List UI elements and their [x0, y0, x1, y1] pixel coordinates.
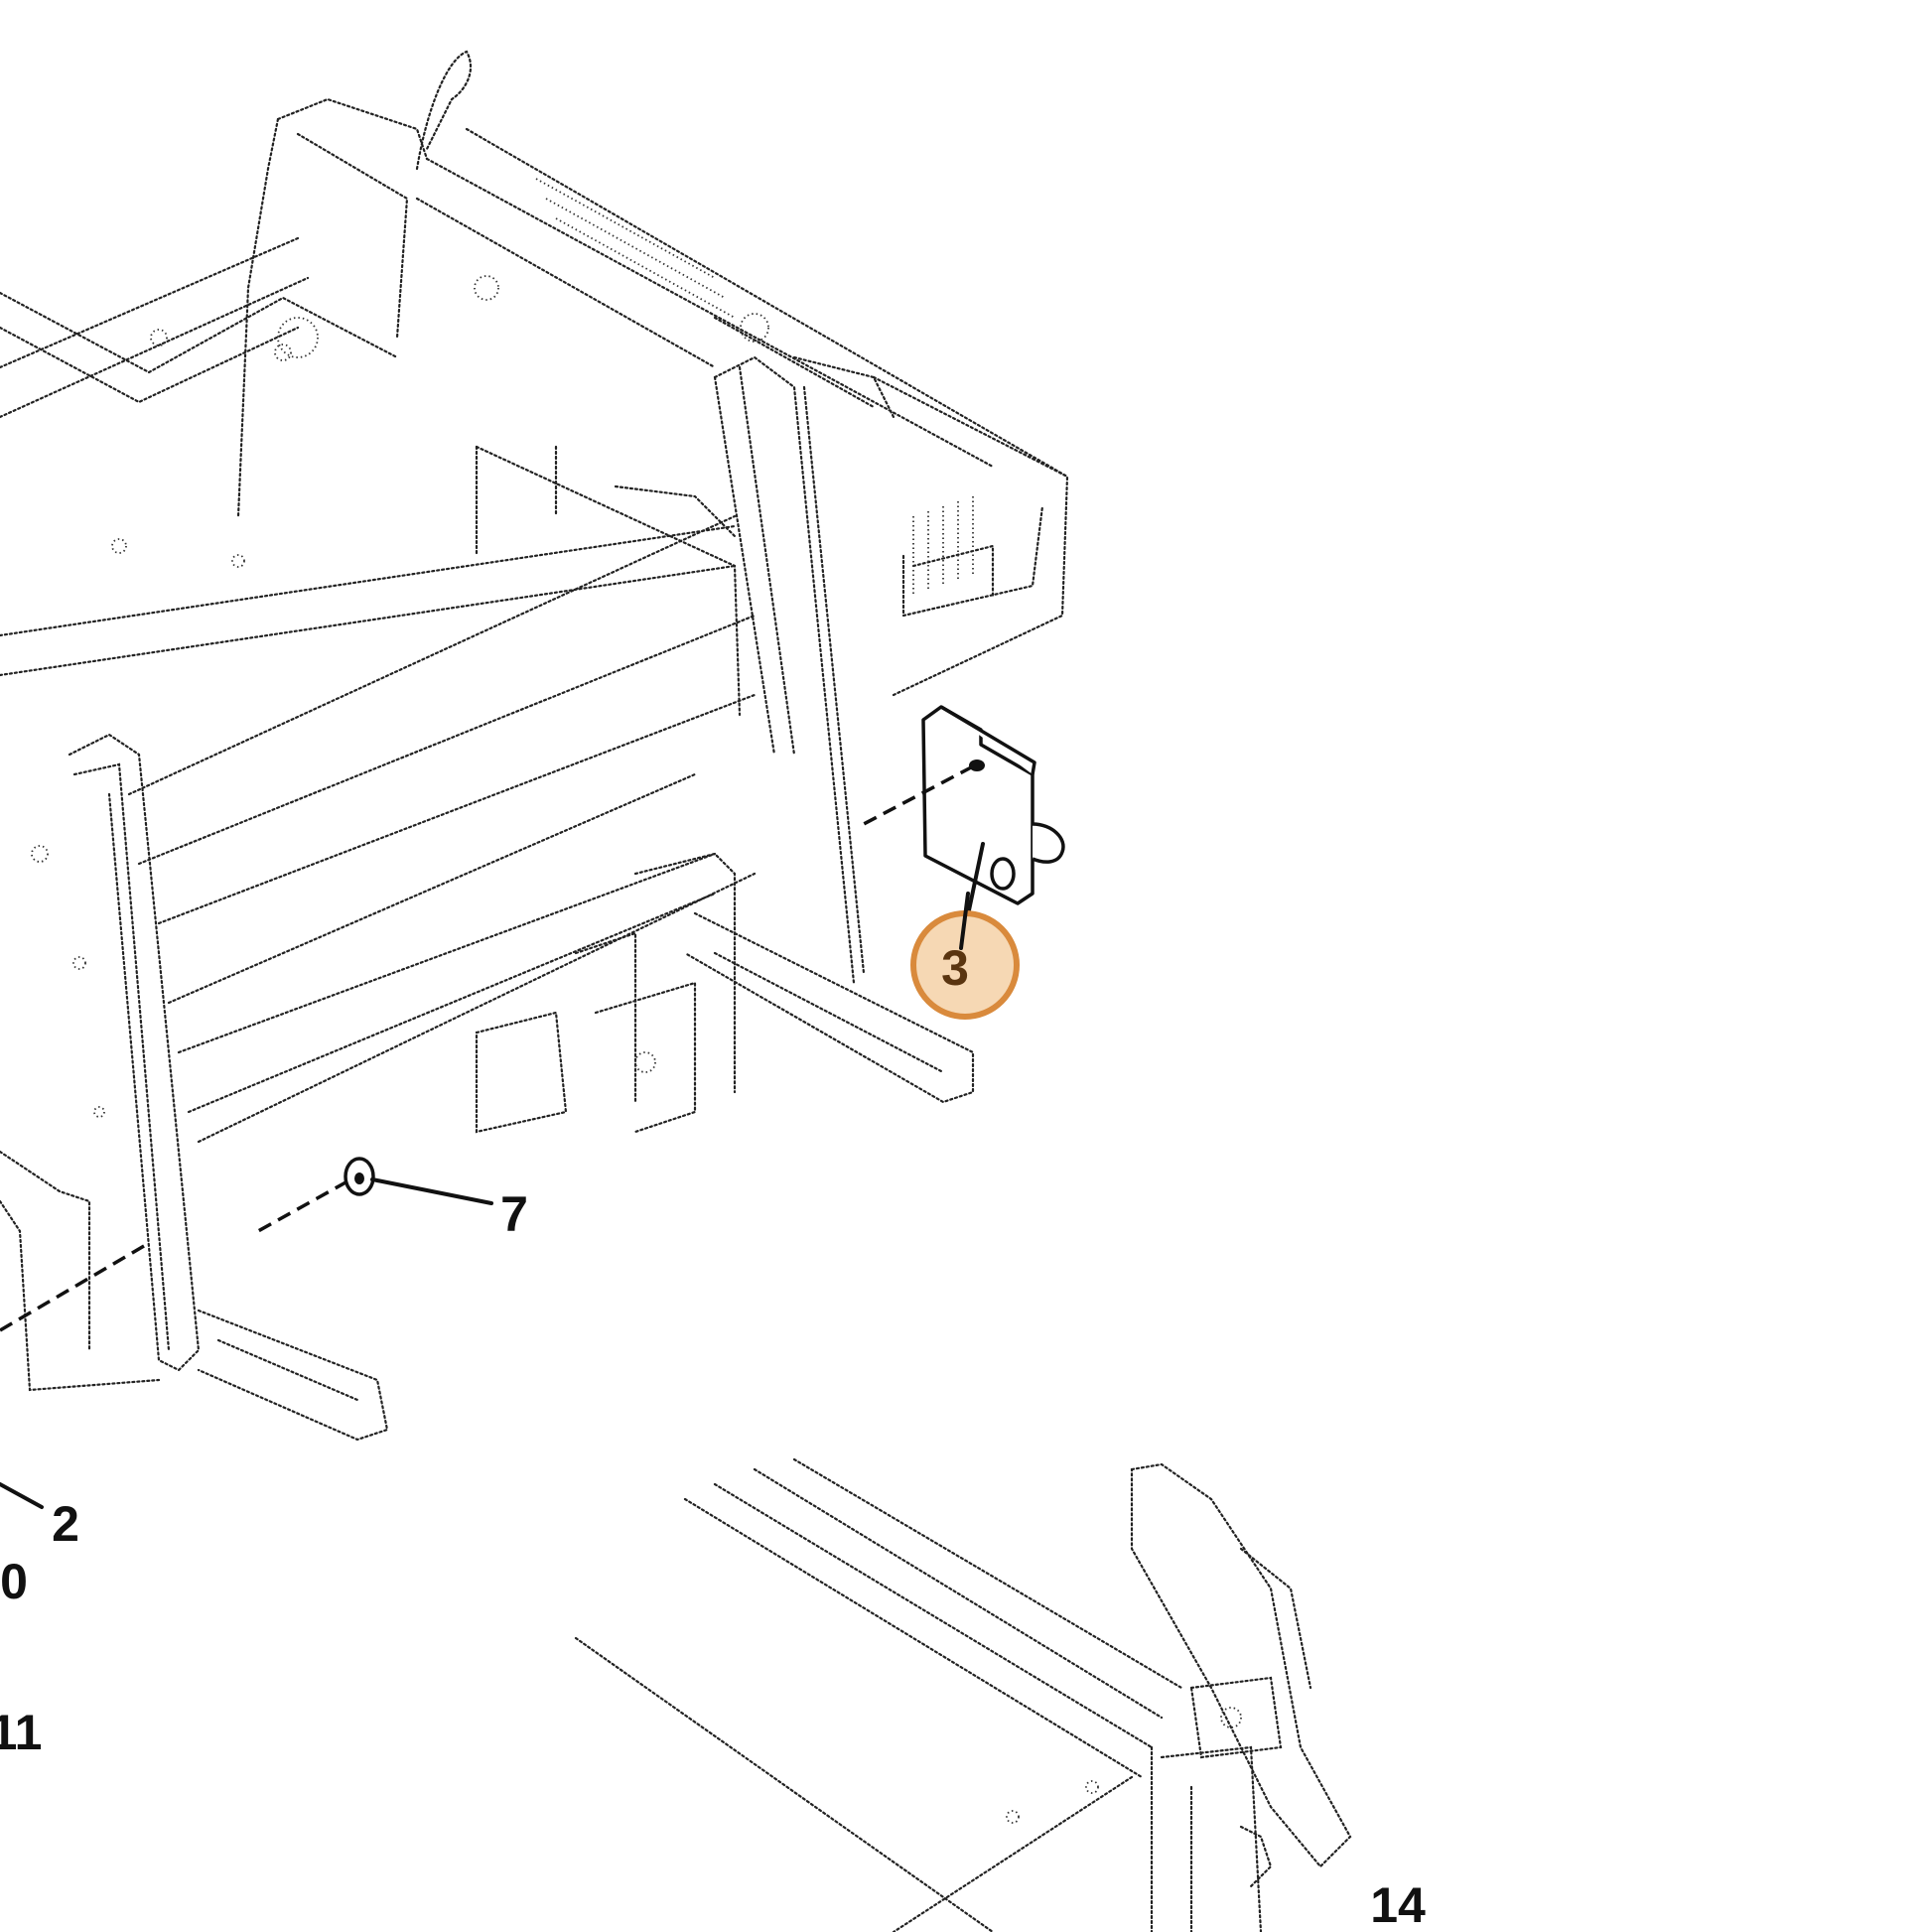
callout-10-label[interactable]: 0: [0, 1554, 28, 1609]
part-3-bracket-plate: [863, 705, 1065, 905]
callout-14-label[interactable]: 14: [1370, 1877, 1426, 1932]
leader-2: [0, 1482, 44, 1509]
callout-7-label[interactable]: 7: [500, 1186, 528, 1242]
leader-7: [370, 1177, 493, 1205]
part-7-washer: [0, 1157, 375, 1332]
lower-frame-assembly: [574, 1457, 1352, 1932]
callout-11-label[interactable]: 11: [0, 1705, 42, 1760]
frame-assembly: [0, 50, 1069, 1442]
callout-2-label[interactable]: 2: [52, 1496, 79, 1552]
callout-3-label[interactable]: 3: [941, 940, 969, 996]
leader-3-tip: [959, 892, 970, 950]
